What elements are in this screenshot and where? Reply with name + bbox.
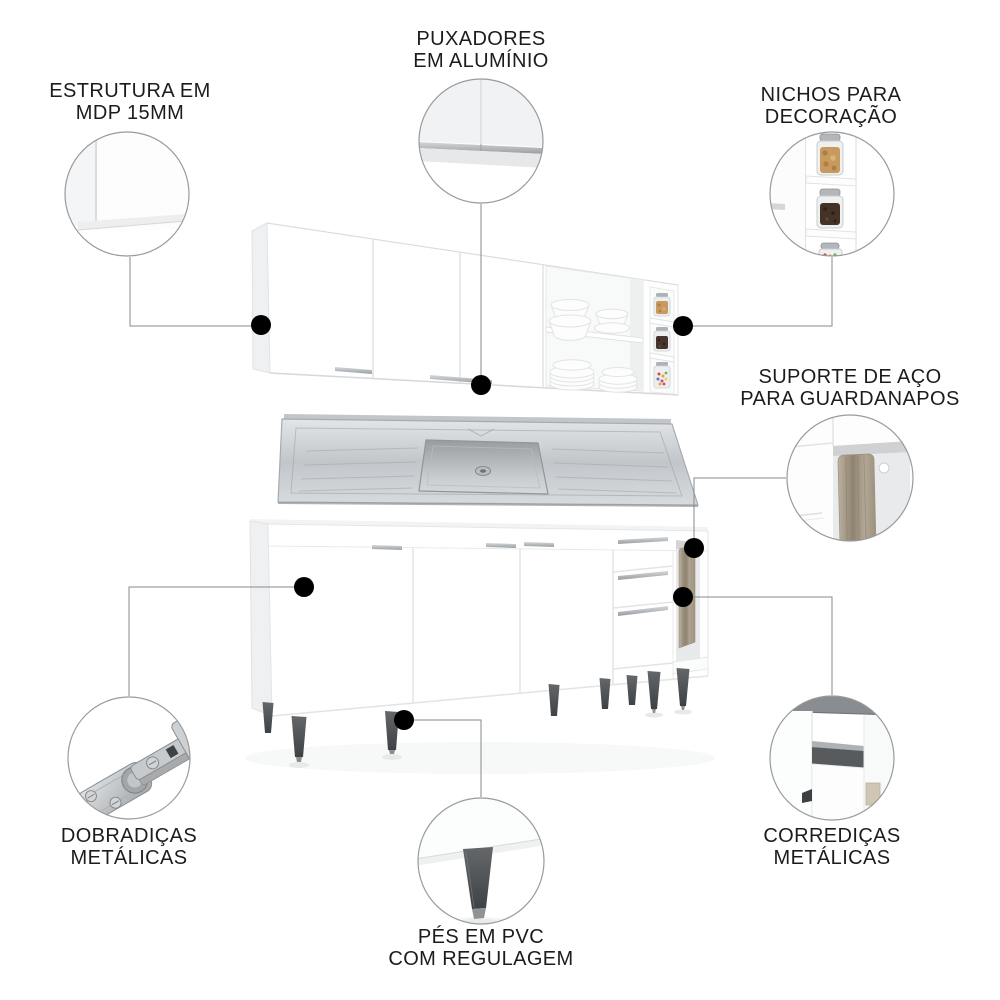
steel-support-peg (878, 462, 890, 474)
estrutura-detail (65, 132, 189, 231)
callout-label-line1: CORREDIÇAS (763, 825, 901, 847)
callout-label-line1: NICHOS PARA (760, 84, 902, 106)
upper-door-aluminum-handle (335, 367, 372, 374)
decor-niches-with-jars (649, 286, 675, 395)
puxadores-detail (419, 79, 543, 168)
sink-drain-grooves (298, 447, 677, 494)
dot-nichos (673, 316, 693, 336)
dot-corredicas (673, 587, 693, 607)
pvc-foot-tip (472, 908, 486, 919)
callout-label-line2: DECORAÇÃO (764, 105, 898, 128)
jar-candies (653, 362, 671, 389)
callout-label-line1: PÉS EM PVC (417, 926, 545, 948)
callout-label-puxadores: PUXADORES EM ALUMÍNIO (351, 28, 611, 72)
callout-label-corredicas: CORREDIÇAS METÁLICAS (702, 825, 962, 869)
plates-bottom-row (549, 359, 638, 393)
callout-label-line2: METÁLICAS (773, 846, 891, 869)
connector-pes (414, 719, 482, 797)
connector-dobradicas (128, 586, 294, 696)
dot-puxadores (471, 375, 491, 395)
callout-label-pes: PÉS EM PVC COM REGULAGEM (351, 926, 611, 970)
base-door-aluminum-handle (524, 542, 554, 547)
callout-label-nichos: NICHOS PARA DECORAÇÃO (701, 84, 961, 128)
pvc-foot (291, 716, 307, 757)
sink-back-lip (284, 414, 671, 424)
callout-circle-puxadores (418, 78, 544, 204)
dot-dobradicas (294, 577, 314, 597)
nichos-detail (770, 132, 857, 256)
callout-label-line1: PUXADORES (416, 28, 546, 50)
connector-suporte (693, 477, 786, 538)
callout-label-dobradicas: DOBRADIÇAS METÁLICAS (0, 825, 258, 869)
floor-reflections (245, 709, 715, 774)
pvc-foot (262, 702, 274, 733)
callout-label-line1: SUPORTE DE AÇO (758, 366, 942, 388)
jar-coffee (653, 327, 671, 352)
dot-estrutura (251, 315, 271, 335)
napkin-stack-detail (837, 453, 877, 541)
callout-circle-suporte (786, 414, 914, 542)
pvc-foot (548, 684, 560, 716)
callout-label-line2: COM REGULAGEM (388, 947, 574, 970)
stainless-steel-sink-countertop (277, 414, 699, 507)
suporte-detail (787, 415, 913, 541)
nichos-jar-coffee (816, 188, 844, 229)
callout-label-line2: PARA GUARDANAPOS (740, 387, 960, 410)
base-cabinet-front (267, 523, 709, 717)
callout-label-line2: EM ALUMÍNIO (413, 49, 549, 72)
upper-cabinet-door-dividers (372, 239, 544, 388)
pvc-foot (599, 678, 611, 709)
base-door-aluminum-handle (372, 545, 402, 550)
connector-nichos (693, 257, 833, 327)
upper-wall-cabinet (251, 222, 679, 396)
callout-circle-corredicas (769, 695, 895, 821)
pvc-foot (626, 675, 638, 705)
jar-cookies (653, 293, 671, 317)
callout-label-line1: ESTRUTURA EM (49, 80, 211, 102)
open-shelves-with-dishes (545, 265, 644, 393)
nichos-jar-cookies (816, 133, 844, 176)
drawer-handle (618, 537, 668, 544)
bowls-top-row (548, 299, 630, 341)
callout-label-estrutura: ESTRUTURA EM MDP 15MM (0, 80, 260, 124)
base-cabinet-with-doors (249, 519, 709, 717)
open-drawer-gap (812, 747, 864, 768)
callout-label-line2: METÁLICAS (70, 846, 188, 869)
dot-suporte (684, 538, 704, 558)
callout-label-line1: DOBRADIÇAS (60, 825, 198, 847)
callout-circle-dobradicas (67, 696, 191, 820)
drawer-handle (618, 571, 668, 580)
base-door-aluminum-handle (486, 543, 516, 548)
connector-estrutura (129, 257, 252, 327)
callout-circle-pes (417, 797, 545, 925)
callout-label-line2: MDP 15MM (75, 101, 185, 124)
base-cabinet-door-dividers (412, 548, 614, 703)
dot-pes (394, 710, 414, 730)
connector-corredicas (693, 596, 833, 695)
callout-circle-nichos (769, 131, 895, 257)
callout-circle-estrutura (64, 131, 190, 257)
pvc-adjustable-feet (262, 668, 690, 762)
pvc-foot (676, 668, 690, 706)
callout-connectors (128, 204, 833, 797)
drawer-slide-rail (812, 741, 864, 751)
nichos-jar-bottom (818, 242, 843, 256)
drawer-handle (618, 606, 668, 616)
metal-drawers (612, 537, 674, 680)
metal-slide-detail (802, 789, 812, 803)
pes-detail (418, 798, 544, 924)
callout-label-suporte: SUPORTE DE AÇO PARA GUARDANAPOS (710, 366, 990, 410)
pvc-foot-detail (463, 847, 493, 909)
open-drawer-front (811, 763, 865, 820)
callout-dots (251, 315, 704, 730)
pvc-foot (647, 671, 661, 709)
